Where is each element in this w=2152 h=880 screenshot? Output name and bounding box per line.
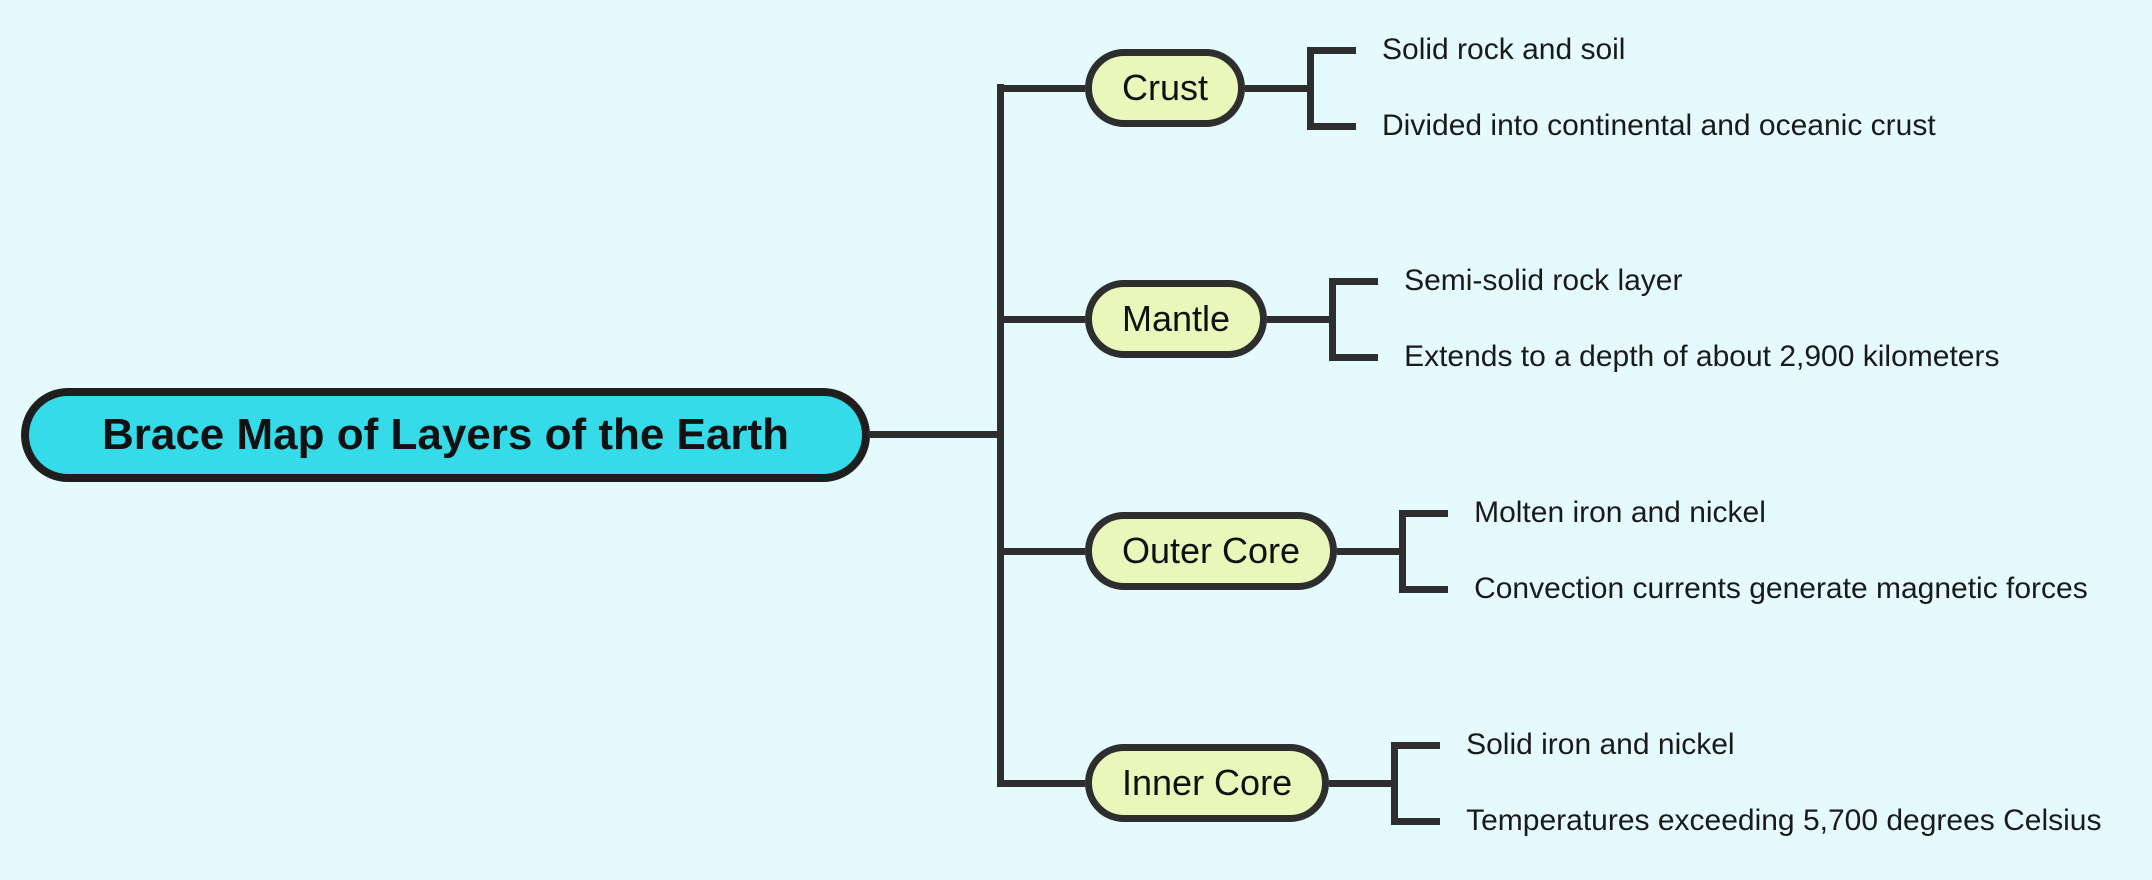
branch-stem-line — [1000, 315, 1085, 323]
root-connector-line — [868, 431, 1004, 438]
leaf-group: Solid rock and soil Divided into contine… — [1382, 30, 1936, 146]
branch-label: Inner Core — [1122, 762, 1293, 803]
branch-node-crust: Crust — [1085, 49, 1246, 127]
brace-bracket — [1329, 277, 1379, 361]
brace-bracket — [1391, 741, 1441, 825]
leaf-text: Semi-solid rock layer — [1404, 264, 1683, 297]
branch-stem-line — [1000, 547, 1085, 555]
leaf-text: Solid iron and nickel — [1466, 728, 1735, 761]
branch-stem-line — [1000, 84, 1085, 92]
leaf-group: Molten iron and nickel Convection curren… — [1474, 493, 2088, 609]
leaf-text: Convection currents generate magnetic fo… — [1474, 572, 2088, 605]
branch-node-outer-core: Outer Core — [1085, 512, 1338, 590]
leaf-group: Semi-solid rock layer Extends to a depth… — [1404, 261, 1999, 377]
branch-node-mantle: Mantle — [1085, 280, 1268, 358]
branch-stem-line — [1329, 779, 1392, 787]
leaf-text: Temperatures exceeding 5,700 degrees Cel… — [1466, 804, 2102, 837]
branch-stem-line — [1267, 315, 1330, 323]
branch-stem-line — [1000, 779, 1085, 787]
branch-stem-line — [1337, 547, 1400, 555]
leaf-text: Divided into continental and oceanic cru… — [1382, 109, 1936, 142]
brace-bracket — [1307, 46, 1357, 130]
branch-crust: Crust Solid rock and soil Divided into c… — [1000, 28, 1936, 148]
leaf-text: Molten iron and nickel — [1474, 496, 1766, 529]
branch-mantle: Mantle Semi-solid rock layer Extends to … — [1000, 259, 1999, 379]
root-node: Brace Map of Layers of the Earth — [21, 388, 870, 482]
root-node-label: Brace Map of Layers of the Earth — [101, 410, 790, 459]
brace-bracket — [1399, 509, 1449, 593]
leaf-group: Solid iron and nickel Temperatures excee… — [1466, 725, 2101, 841]
trunk-spine-line — [997, 84, 1004, 787]
branch-node-inner-core: Inner Core — [1085, 744, 1330, 822]
branch-outer-core: Outer Core Molten iron and nickel Convec… — [1000, 491, 2088, 611]
branch-label: Mantle — [1122, 298, 1231, 339]
branch-stem-line — [1245, 84, 1308, 92]
leaf-text: Extends to a depth of about 2,900 kilome… — [1404, 340, 2000, 373]
leaf-text: Solid rock and soil — [1382, 33, 1626, 66]
branch-label: Crust — [1122, 67, 1209, 108]
branch-label: Outer Core — [1122, 530, 1301, 571]
branch-inner-core: Inner Core Solid iron and nickel Tempera… — [1000, 723, 2101, 843]
